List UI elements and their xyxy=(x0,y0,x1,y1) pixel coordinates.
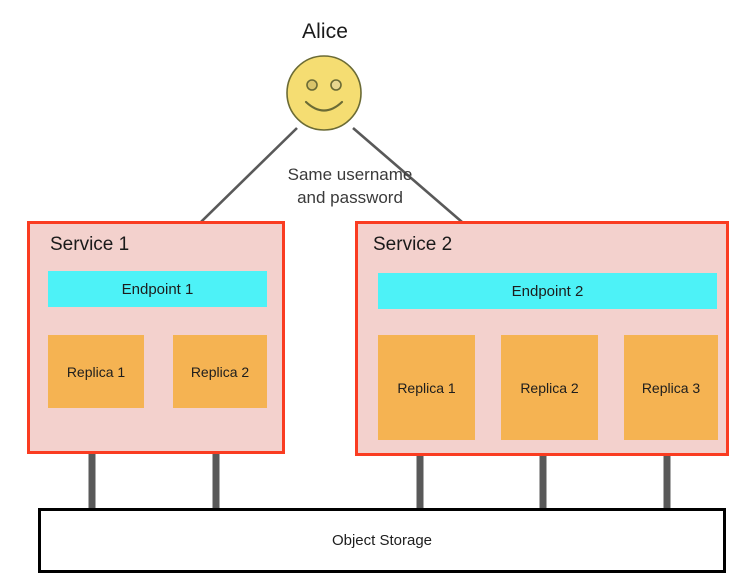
smiley-left-eye-icon xyxy=(306,79,318,91)
service-1-replica-1-box[interactable]: Replica 1 xyxy=(48,335,144,408)
smiley-mouth-icon xyxy=(304,100,344,112)
object-storage-box[interactable]: Object Storage xyxy=(38,508,726,573)
service-2-replica-1-box[interactable]: Replica 1 xyxy=(378,335,475,440)
service-2-container[interactable]: Service 2 Endpoint 2 Replica 1 Replica 2… xyxy=(355,221,729,456)
smiley-face-icon xyxy=(286,55,362,131)
service-2-replica-3-box[interactable]: Replica 3 xyxy=(624,335,718,440)
credentials-note: Same username and password xyxy=(245,163,455,209)
smiley-right-eye-icon xyxy=(330,79,342,91)
actor-label: Alice xyxy=(301,20,349,43)
service-2-replica-2-box[interactable]: Replica 2 xyxy=(501,335,598,440)
credentials-note-line-2: and password xyxy=(297,188,403,207)
endpoint-2-box[interactable]: Endpoint 2 xyxy=(378,273,717,309)
credentials-note-line-1: Same username xyxy=(287,165,413,184)
service-1-title: Service 1 xyxy=(50,234,130,255)
service-1-container[interactable]: Service 1 Endpoint 1 Replica 1 Replica 2 xyxy=(27,221,285,454)
endpoint-1-box[interactable]: Endpoint 1 xyxy=(48,271,267,307)
service-1-replica-2-box[interactable]: Replica 2 xyxy=(173,335,267,408)
service-2-title: Service 2 xyxy=(373,234,453,255)
